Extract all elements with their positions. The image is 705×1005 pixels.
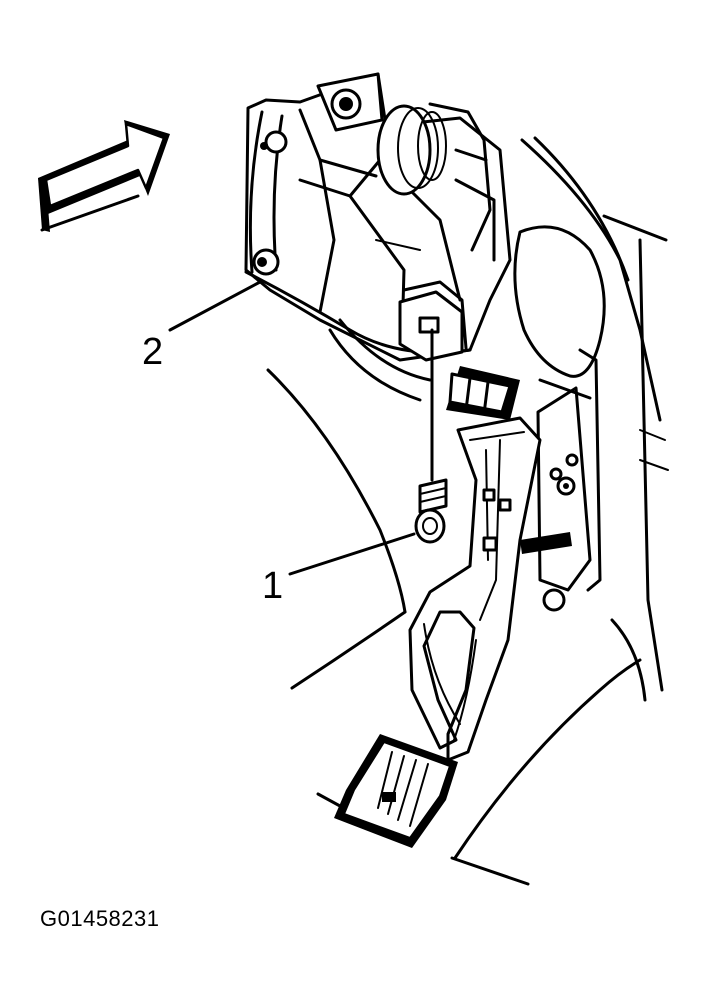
arrow-right-icon: [38, 120, 170, 232]
callout-2-leader: [168, 280, 262, 332]
pedal-mounting-bolt: [414, 328, 448, 544]
figure-id-caption: G01458231: [40, 906, 160, 931]
callout-1-leader: [288, 532, 416, 576]
pedal-module-housing: [244, 72, 520, 420]
pedal-stop-pad: [513, 225, 606, 378]
pedal-arm: [408, 416, 542, 762]
callout-1-label: 1: [262, 565, 283, 607]
callout-2-label: 2: [142, 331, 163, 373]
pedal-pad: [334, 734, 458, 848]
floor-panel: [266, 136, 669, 886]
pedal-bracket: [520, 348, 602, 612]
